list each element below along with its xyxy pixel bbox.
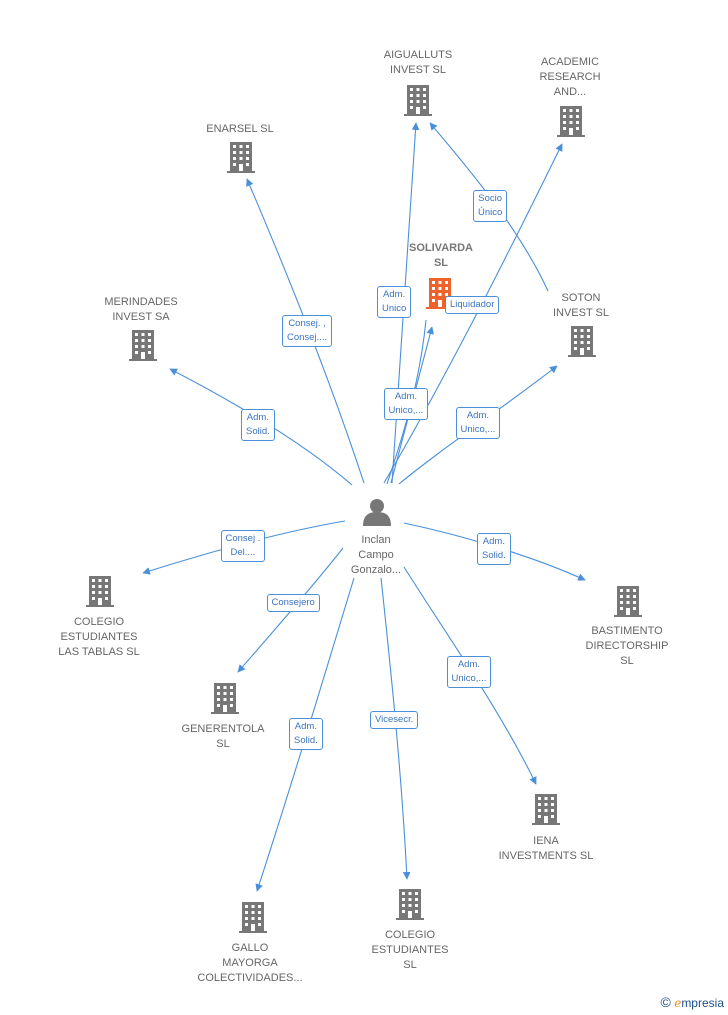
empresia-logo-e: e (674, 996, 682, 1010)
empresia-brand: mpresia (681, 996, 724, 1010)
person-label[interactable]: Inclan Campo Gonzalo... (350, 534, 402, 576)
icons-layer (86, 85, 642, 933)
empresia-credit[interactable]: © empresia (661, 994, 724, 1010)
company-label-colegio[interactable]: COLEGIO ESTUDIANTES SL (371, 929, 449, 971)
relation-label-aigualluts[interactable]: Adm. Unico (377, 286, 412, 318)
building-icon[interactable] (211, 683, 239, 714)
relation-label-colegio[interactable]: Vicesecr. (370, 711, 419, 729)
company-label-enarsel[interactable]: ENARSEL SL (206, 123, 274, 135)
company-label-aigualluts[interactable]: AIGUALLUTS INVEST SL (383, 49, 453, 76)
building-icon[interactable] (404, 85, 432, 116)
relation-label-merindades[interactable]: Adm. Solid. (241, 409, 275, 441)
relation-label-bastimento[interactable]: Adm. Solid. (477, 533, 511, 565)
building-icon[interactable] (86, 576, 114, 607)
edge-line (380, 577, 411, 880)
relation-label-gallo[interactable]: Adm. Solid. (289, 718, 323, 750)
relation-label-solivarda[interactable]: Liquidador (445, 296, 500, 314)
person-icon[interactable] (363, 499, 391, 526)
company-label-merindades[interactable]: MERINDADES INVEST SA (104, 296, 178, 323)
building-icon[interactable] (396, 889, 424, 920)
building-icon[interactable] (568, 326, 596, 357)
building-icon[interactable] (532, 794, 560, 825)
edges-layer (142, 122, 586, 892)
relation-label-generentola[interactable]: Consejero (266, 594, 320, 612)
relation-label-iena[interactable]: Adm. Unico,... (446, 656, 492, 688)
company-label-solivarda[interactable]: SOLIVARDA SL (409, 242, 473, 269)
relation-label-soton-aigualluts[interactable]: Socio Único (473, 190, 508, 222)
company-label-iena[interactable]: IENA INVESTMENTS SL (498, 835, 594, 862)
company-label-academic[interactable]: ACADEMIC RESEARCH AND... (539, 56, 601, 98)
building-icon[interactable] (129, 330, 157, 361)
relation-label-soton[interactable]: Adm. Unico,... (455, 407, 501, 439)
company-label-bastimento[interactable]: BASTIMENTO DIRECTORSHIP SL (585, 625, 669, 667)
building-icon[interactable] (614, 586, 642, 617)
copyright-icon: © (660, 994, 671, 1010)
company-label-generentola[interactable]: GENERENTOLA SL (181, 723, 265, 750)
company-label-colegio-tablas[interactable]: COLEGIO ESTUDIANTES LAS TABLAS SL (58, 616, 140, 658)
building-icon[interactable] (239, 902, 267, 933)
building-icon[interactable] (557, 106, 585, 137)
relation-label-academic[interactable]: Adm. Unico,... (383, 388, 429, 420)
relation-label-colegio-tablas[interactable]: Consej . Del.... (220, 530, 266, 562)
relation-label-enarsel[interactable]: Consej. , Consej.... (282, 315, 333, 347)
building-icon[interactable] (227, 142, 255, 173)
company-label-gallo[interactable]: GALLO MAYORGA COLECTIVIDADES... (197, 942, 303, 984)
company-label-soton[interactable]: SOTON INVEST SL (552, 292, 610, 319)
